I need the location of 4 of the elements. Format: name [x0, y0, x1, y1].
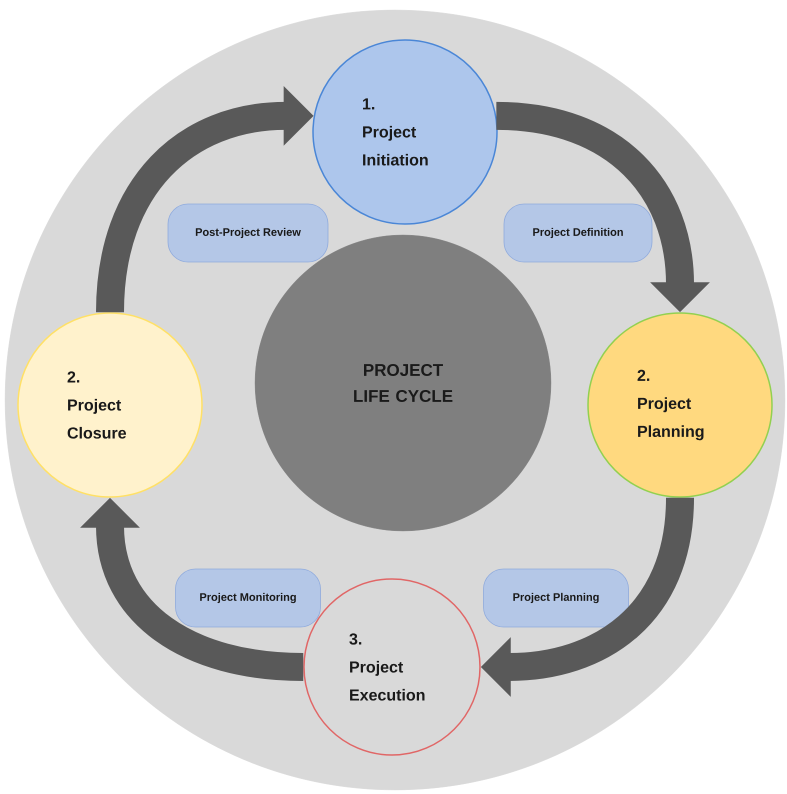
label-pill: Project Monitoring [175, 568, 321, 628]
label-pill: Project Planning [483, 568, 629, 628]
label-pill: Post-Project Review [168, 204, 328, 262]
label-pill: Project Definition [504, 204, 652, 262]
